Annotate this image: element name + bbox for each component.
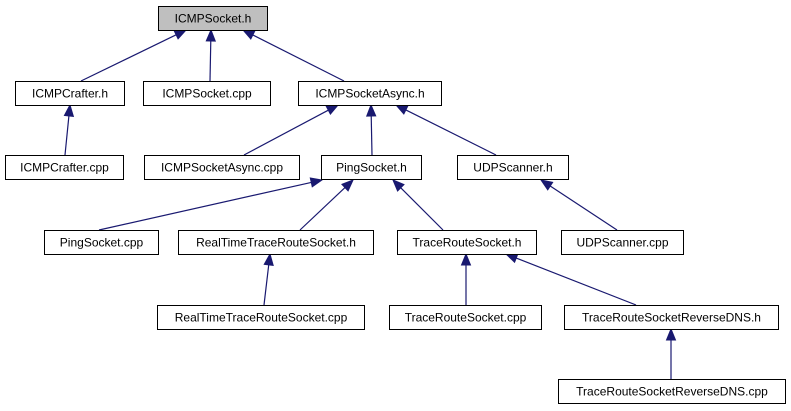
arrowhead-icon xyxy=(460,252,472,266)
node-traceroutesocketreversedns-cpp[interactable]: TraceRouteSocketReverseDNS.cpp xyxy=(558,379,786,404)
arrowhead-icon xyxy=(341,179,354,192)
edge-udpscanner_cpp-to-udpscanner_h xyxy=(539,179,618,231)
arrowhead-icon xyxy=(241,29,256,40)
node-traceroutesocketreversedns-h[interactable]: TraceRouteSocketReverseDNS.h xyxy=(564,305,779,330)
edge-line xyxy=(252,34,345,82)
node-label: TraceRouteSocketReverseDNS.h xyxy=(582,311,761,325)
node-box xyxy=(157,305,365,330)
node-box xyxy=(558,379,786,404)
arrowhead-icon xyxy=(173,29,188,40)
node-label: RealTimeTraceRouteSocket.cpp xyxy=(175,311,348,325)
arrowhead-icon xyxy=(205,28,217,42)
node-box xyxy=(143,81,271,106)
edge-icmpcrafter_h-to-icmpsocket_h xyxy=(80,29,188,82)
edge-icmpsocketasync_cpp-to-icmpsocketasync_h xyxy=(243,104,340,156)
node-label: TraceRouteSocket.h xyxy=(413,236,522,250)
node-label: TraceRouteSocket.cpp xyxy=(405,311,527,325)
node-box xyxy=(158,6,268,31)
node-pingsocket-h[interactable]: PingSocket.h xyxy=(321,155,422,180)
edge-realtimetraceroutesocket_h-to-pingsocket_h xyxy=(299,179,354,231)
node-pingsocket-cpp[interactable]: PingSocket.cpp xyxy=(44,230,159,255)
node-realtimetraceroutesocket-cpp[interactable]: RealTimeTraceRouteSocket.cpp xyxy=(157,305,365,330)
arrowhead-icon xyxy=(63,103,75,117)
edge-line xyxy=(80,34,177,82)
edge-traceroutesocket_h-to-pingsocket_h xyxy=(392,179,444,231)
node-label: ICMPCrafter.h xyxy=(32,87,108,101)
node-box xyxy=(5,155,124,180)
arrowhead-icon xyxy=(394,104,409,115)
edge-line xyxy=(405,109,497,156)
edge-line xyxy=(549,185,618,231)
node-label: ICMPSocketAsync.h xyxy=(315,87,424,101)
node-traceroutesocket-cpp[interactable]: TraceRouteSocket.cpp xyxy=(389,305,542,330)
node-box xyxy=(561,230,684,255)
arrowhead-icon xyxy=(504,253,519,264)
node-label: ICMPSocket.cpp xyxy=(162,87,252,101)
node-icmpcrafter-cpp[interactable]: ICMPCrafter.cpp xyxy=(5,155,124,180)
node-icmpsocket-h[interactable]: ICMPSocket.h xyxy=(158,6,268,31)
node-udpscanner-cpp[interactable]: UDPScanner.cpp xyxy=(561,230,684,255)
edges-layer xyxy=(63,28,677,379)
node-box xyxy=(178,230,374,255)
edge-line xyxy=(263,264,270,306)
node-label: PingSocket.cpp xyxy=(60,236,144,250)
edge-line xyxy=(243,109,329,156)
node-icmpsocketasync-h[interactable]: ICMPSocketAsync.h xyxy=(298,81,442,106)
arrowhead-icon xyxy=(665,327,677,341)
node-udpscanner-h[interactable]: UDPScanner.h xyxy=(457,155,569,180)
node-label: UDPScanner.h xyxy=(473,161,552,175)
arrowhead-icon xyxy=(365,103,377,117)
node-label: ICMPCrafter.cpp xyxy=(20,161,109,175)
edge-pingsocket_cpp-to-pingsocket_h xyxy=(98,177,324,231)
arrowhead-icon xyxy=(309,177,324,188)
node-box xyxy=(144,155,300,180)
node-label: ICMPSocketAsync.cpp xyxy=(161,161,283,175)
edge-traceroutesocket_cpp-to-traceroutesocket_h xyxy=(460,252,472,305)
edge-realtimetraceroutesocket_cpp-to-realtimetraceroutesocket_h xyxy=(263,252,274,306)
node-box xyxy=(321,155,422,180)
edge-pingsocket_h-to-icmpsocketasync_h xyxy=(365,103,377,156)
edge-line xyxy=(299,187,346,231)
edge-icmpsocketasync_h-to-icmpsocket_h xyxy=(241,29,345,82)
edge-icmpsocket_cpp-to-icmpsocket_h xyxy=(205,28,217,82)
node-box xyxy=(389,305,542,330)
arrowhead-icon xyxy=(539,179,554,191)
node-icmpsocket-cpp[interactable]: ICMPSocket.cpp xyxy=(143,81,271,106)
arrowhead-icon xyxy=(392,179,405,192)
node-label: RealTimeTraceRouteSocket.h xyxy=(196,236,356,250)
edge-line xyxy=(64,115,70,156)
node-box xyxy=(457,155,569,180)
node-box xyxy=(44,230,159,255)
edge-udpscanner_h-to-icmpsocketasync_h xyxy=(394,104,497,156)
node-label: TraceRouteSocketReverseDNS.cpp xyxy=(576,385,768,399)
edge-line xyxy=(400,187,444,231)
edge-line xyxy=(209,40,212,82)
edge-traceroutesocketreversedns_cpp-to-traceroutesocketreversedns_h xyxy=(665,327,677,379)
edge-icmpcrafter_cpp-to-icmpcrafter_h xyxy=(63,103,75,156)
edge-line xyxy=(516,257,637,306)
node-box xyxy=(564,305,779,330)
node-label: ICMPSocket.h xyxy=(175,12,252,26)
node-icmpsocketasync-cpp[interactable]: ICMPSocketAsync.cpp xyxy=(144,155,300,180)
node-label: PingSocket.h xyxy=(336,161,407,175)
edge-line xyxy=(370,115,373,156)
node-box xyxy=(298,81,442,106)
node-realtimetraceroutesocket-h[interactable]: RealTimeTraceRouteSocket.h xyxy=(178,230,374,255)
node-icmpcrafter-h[interactable]: ICMPCrafter.h xyxy=(15,81,125,106)
arrowhead-icon xyxy=(263,252,274,267)
arrowhead-icon xyxy=(325,104,340,116)
node-box xyxy=(397,230,537,255)
edge-traceroutesocketreversedns_h-to-traceroutesocket_h xyxy=(504,253,637,306)
edge-line xyxy=(98,181,312,231)
node-label: UDPScanner.cpp xyxy=(576,236,668,250)
node-traceroutesocket-h[interactable]: TraceRouteSocket.h xyxy=(397,230,537,255)
node-box xyxy=(15,81,125,106)
